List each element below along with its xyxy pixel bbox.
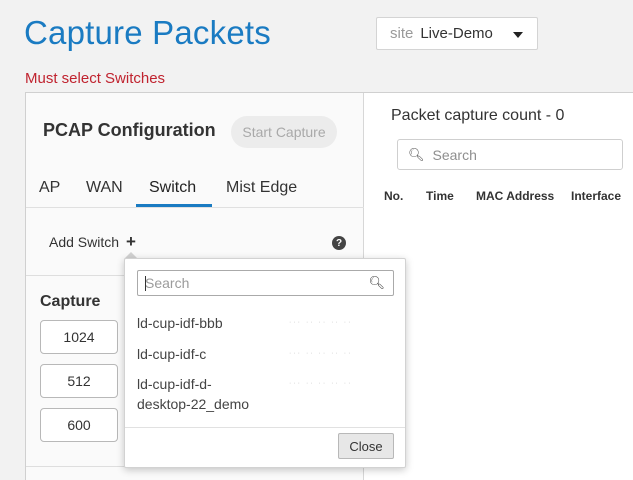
column-header-interface[interactable]: Interface bbox=[571, 189, 622, 203]
active-tab-indicator bbox=[136, 204, 212, 207]
text-cursor bbox=[145, 276, 146, 291]
chevron-down-icon bbox=[513, 32, 523, 38]
capture-input-3[interactable]: 600 bbox=[40, 408, 118, 442]
switch-search-placeholder: Search bbox=[145, 275, 190, 291]
tab-wan[interactable]: WAN bbox=[86, 179, 123, 196]
start-capture-button[interactable]: Start Capture bbox=[231, 116, 337, 148]
capture-input-2[interactable]: 512 bbox=[40, 364, 118, 398]
site-selector[interactable]: site Live-Demo bbox=[376, 17, 538, 50]
search-icon: 🔍︎ bbox=[368, 275, 385, 290]
switch-option-bbb[interactable]: ld-cup-idf-bbb bbox=[137, 313, 223, 333]
capture-label: Capture bbox=[40, 293, 101, 310]
pcap-config-title: PCAP Configuration bbox=[43, 120, 216, 140]
packet-search-placeholder: Search bbox=[432, 146, 477, 163]
packet-search-input[interactable]: 🔍︎ Search bbox=[397, 139, 623, 170]
switch-option-label: ld-cup-idf-c bbox=[137, 346, 207, 362]
close-button[interactable]: Close bbox=[338, 433, 394, 459]
packet-count-title: Packet capture count - 0 bbox=[391, 107, 565, 124]
plus-icon: + bbox=[126, 232, 136, 251]
page-title: Capture Packets bbox=[24, 14, 271, 51]
column-header-no[interactable]: No. bbox=[384, 189, 404, 203]
tab-ap[interactable]: AP bbox=[39, 179, 61, 196]
site-value: Live-Demo bbox=[420, 25, 493, 42]
column-header-mac[interactable]: MAC Address bbox=[476, 189, 555, 203]
tab-mist-edge[interactable]: Mist Edge bbox=[226, 179, 298, 196]
capture-input-1[interactable]: 1024 bbox=[40, 320, 118, 354]
switch-option-label: ld-cup-idf-bbb bbox=[137, 315, 223, 331]
switch-option-meta: ··· ·· ·· ·· ·· bbox=[289, 319, 353, 326]
site-prefix: site bbox=[390, 25, 414, 42]
switch-option-label: ld-cup-idf-d- bbox=[137, 376, 212, 392]
error-message: Must select Switches bbox=[25, 70, 166, 87]
switch-option-meta: ··· ·· ·· ·· ·· bbox=[289, 380, 353, 387]
popover-caret bbox=[124, 252, 138, 259]
add-switch-button[interactable]: Add Switch + bbox=[49, 233, 136, 250]
add-switch-label: Add Switch bbox=[49, 233, 120, 250]
device-tabs: AP WAN Switch Mist Edge bbox=[26, 173, 364, 208]
switch-option-meta: ··· ·· ·· ·· ·· bbox=[289, 350, 353, 357]
switch-option-c[interactable]: ld-cup-idf-c bbox=[137, 344, 206, 364]
tab-switch[interactable]: Switch bbox=[149, 179, 197, 196]
divider bbox=[125, 427, 405, 428]
switch-option-d[interactable]: ld-cup-idf-d- desktop-22_demo bbox=[137, 374, 249, 414]
switch-option-label-cont: desktop-22_demo bbox=[137, 396, 250, 412]
search-icon: 🔍︎ bbox=[408, 146, 425, 162]
switch-search-input[interactable]: Search 🔍︎ bbox=[137, 270, 394, 296]
help-icon[interactable]: ? bbox=[332, 236, 346, 250]
switch-picker-popover: Search 🔍︎ ld-cup-idf-bbb ··· ·· ·· ·· ··… bbox=[124, 258, 406, 468]
column-header-time[interactable]: Time bbox=[426, 189, 454, 203]
